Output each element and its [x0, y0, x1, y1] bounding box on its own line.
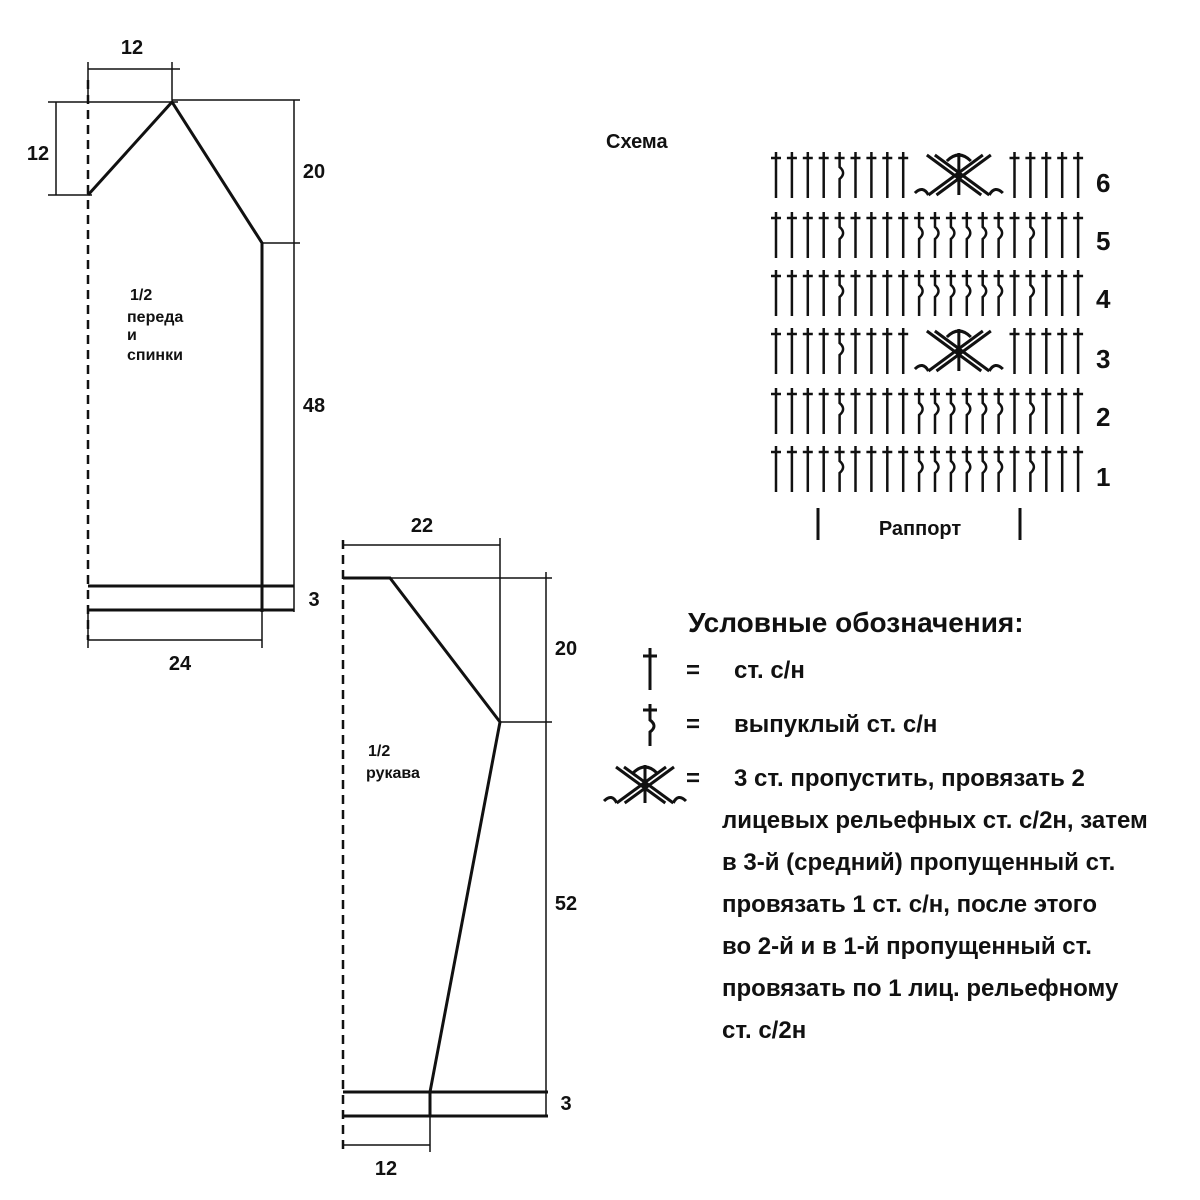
legend-eq: =	[686, 711, 700, 738]
body-half-width: 24	[169, 653, 192, 675]
repeat-label: Раппорт	[879, 518, 962, 540]
sleeve-raglan-depth: 20	[555, 638, 577, 660]
scheme-row-number: 1	[1096, 462, 1110, 492]
sleeve-cuff-width: 12	[375, 1158, 397, 1180]
sleeve-pattern: 22 20 52 3 12 1/2 рукава	[341, 515, 577, 1180]
scheme-row-number: 6	[1096, 168, 1110, 198]
sleeve-top-width: 22	[411, 515, 433, 537]
scheme-grid	[771, 152, 1084, 492]
scheme-title: Схема	[606, 131, 668, 153]
scheme-row-number: 2	[1096, 402, 1110, 432]
sleeve-label: 1/2 рукава	[366, 743, 420, 782]
legend-eq: =	[686, 657, 700, 684]
legend: Условные обозначения: = ст. с/н = выпукл…	[602, 607, 1154, 1044]
body-side-length: 48	[303, 395, 325, 417]
legend-title: Условные обозначения:	[688, 607, 1024, 638]
cross-cable-icon	[602, 765, 688, 805]
body-raglan-depth: 20	[303, 161, 325, 183]
scheme-row-number: 5	[1096, 226, 1110, 256]
body-label: 1/2 переда и спинки	[127, 287, 188, 364]
sleeve-outline	[343, 576, 502, 1116]
body-outline	[86, 99, 264, 612]
body-hem-band: 3	[308, 589, 319, 611]
stitch-scheme: Схема 6 5 4 3 2 1 Раппорт	[606, 131, 1111, 540]
scheme-row-number: 4	[1096, 284, 1111, 314]
body-shoulder-drop: 12	[27, 143, 49, 165]
dc-icon	[643, 648, 657, 690]
sleeve-length: 52	[555, 893, 577, 915]
legend-raised-dc-text: выпуклый ст. с/н	[734, 711, 937, 738]
body-pattern: 12 12 20 48 3 24 1/2 переда и спинки	[27, 37, 325, 675]
legend-eq: =	[686, 765, 700, 792]
body-neck-width: 12	[121, 37, 143, 59]
scheme-row-number: 3	[1096, 344, 1110, 374]
legend-cable-text: 3 ст. пропустить, провязать 2 лицевых ре…	[722, 765, 1154, 1044]
legend-dc-text: ст. с/н	[734, 657, 805, 684]
raised-dc-icon	[643, 704, 657, 746]
sleeve-cuff-band: 3	[560, 1093, 571, 1115]
